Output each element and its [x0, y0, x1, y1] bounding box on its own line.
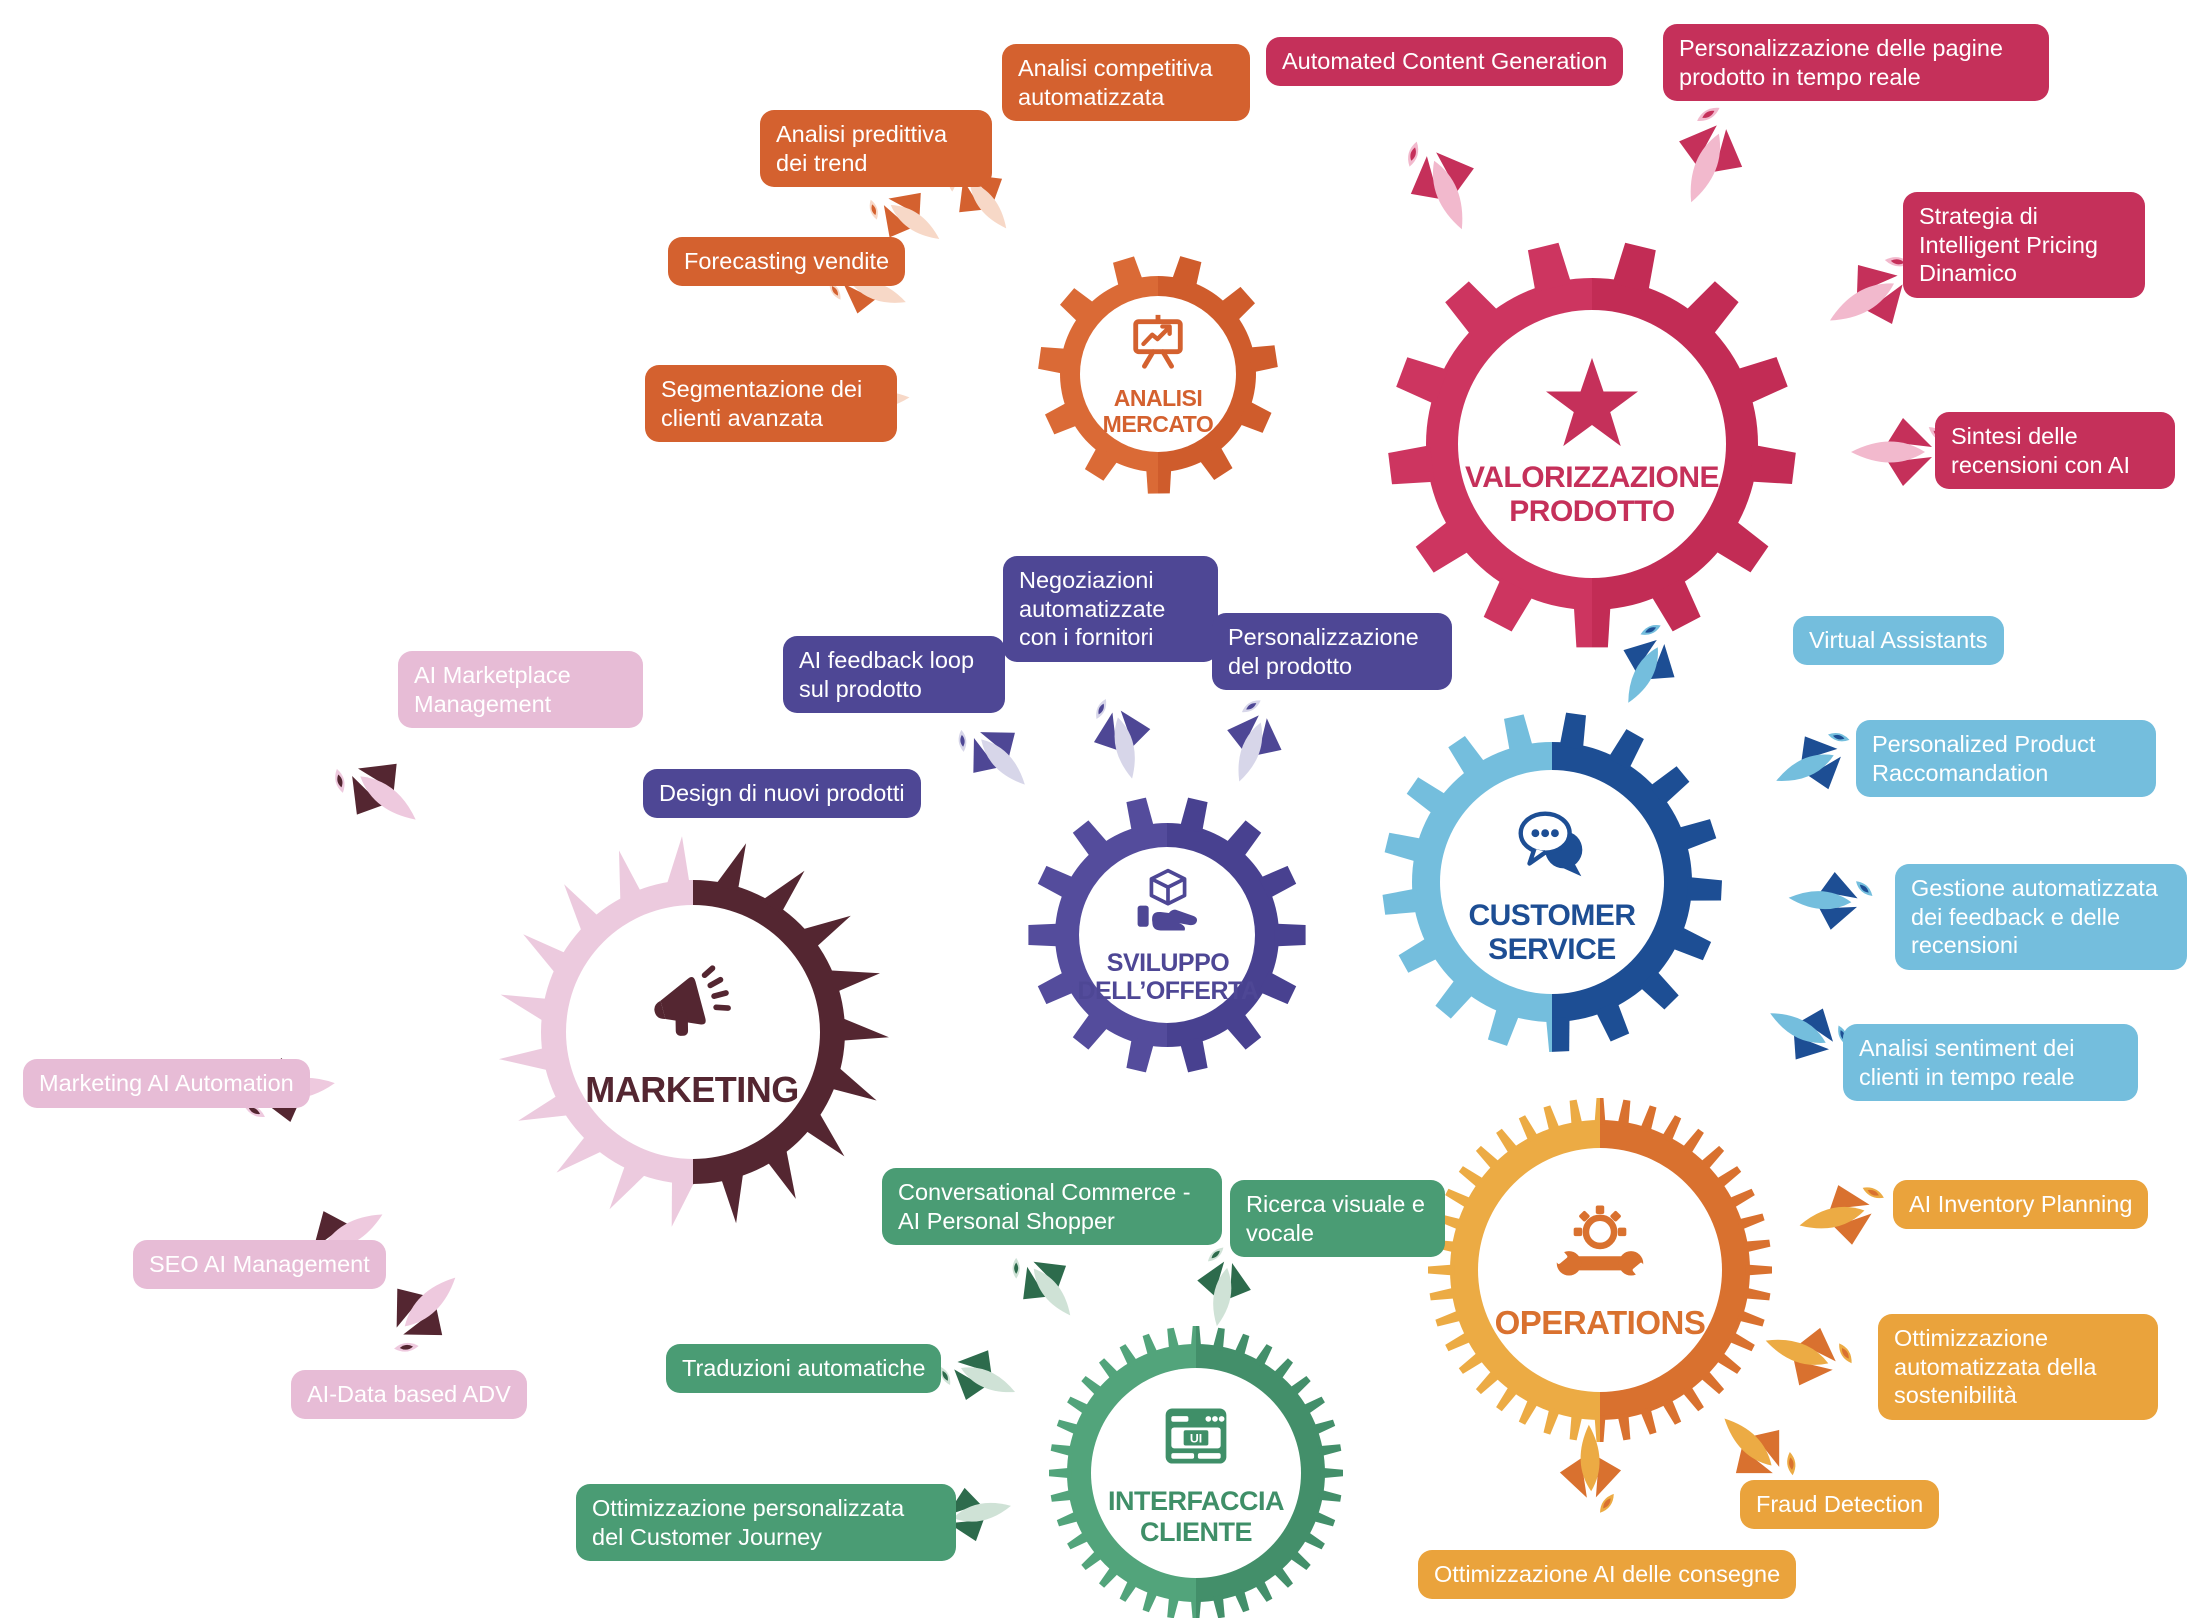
hub-label: Ottimizzazione AI delle consegne: [1418, 1550, 1797, 1599]
hub-label: AI Inventory Planning: [1893, 1180, 2149, 1229]
gear-wrench-icon: [1552, 1198, 1648, 1297]
gear-customer-service: [1382, 712, 1722, 1052]
rocket-icon: [1197, 1247, 1251, 1327]
gear-analisi-mercato: [1038, 256, 1278, 494]
hub-label: Design di nuovi prodotti: [643, 769, 921, 818]
hub-title: CUSTOMER SERVICE: [1468, 898, 1636, 966]
hub-label: Personalized Product Raccomandation: [1856, 720, 2156, 798]
rocket-icon: [1799, 1185, 1884, 1245]
hub-title: MARKETING: [585, 1069, 799, 1111]
product-box-hand-icon: [1133, 866, 1203, 941]
rocket-icon: [1776, 733, 1850, 790]
rocket-icon: [948, 170, 1007, 229]
hub-label: Gestione automatizzata dei feedback e de…: [1895, 864, 2187, 970]
rocket-icon: [1788, 872, 1873, 930]
hub-customer-service: CUSTOMER SERVICE: [1442, 780, 1662, 984]
rocket-icon: [335, 763, 416, 820]
hub-title: ANALISI MERCATO: [1102, 384, 1214, 437]
ui-window-icon: UI: [1159, 1399, 1233, 1478]
hub-label: Marketing AI Automation: [23, 1059, 310, 1108]
rocket-icon: [869, 192, 940, 239]
hub-analisi-mercato: ANALISI MERCATO: [1073, 296, 1243, 452]
chat-bubbles-icon: [1508, 798, 1596, 891]
hub-label: Analisi predittiva dei trend: [760, 110, 992, 188]
hub-title: OPERATIONS: [1494, 1304, 1706, 1342]
hub-label: Fraud Detection: [1740, 1480, 1940, 1529]
hub-title: INTERFACCIA CLIENTE: [1108, 1486, 1285, 1547]
hub-label: Ricerca visuale e vocale: [1230, 1180, 1445, 1258]
hub-label: Personalizzazione del prodotto: [1212, 613, 1452, 691]
hub-label: Strategia di Intelligent Pricing Dinamic…: [1903, 192, 2145, 298]
rocket-icon: [1408, 141, 1474, 230]
hub-label: Traduzioni automatiche: [666, 1344, 942, 1393]
rocket-icon: [1679, 107, 1743, 203]
hub-label: Ottimizzazione automatizzata della soste…: [1878, 1314, 2158, 1420]
svg-text:UI: UI: [1190, 1432, 1202, 1446]
rocket-icon: [1559, 1424, 1622, 1513]
hub-label: Ottimizzazione personalizzata del Custom…: [576, 1484, 956, 1562]
rocket-icon: [1012, 1257, 1071, 1316]
hub-label: Automated Content Generation: [1266, 37, 1624, 86]
rocket-icon: [1765, 1327, 1852, 1386]
rocket-icon: [940, 1350, 1016, 1400]
hub-label: Personalizzazione delle pagine prodotto …: [1663, 24, 2049, 102]
gear-marketing: [498, 836, 889, 1227]
rocket-icon: [394, 1277, 456, 1352]
hub-marketing: MARKETING: [567, 915, 817, 1149]
hub-label: Negoziazioni automatizzate con i fornito…: [1003, 556, 1218, 662]
megaphone-icon: [640, 953, 744, 1062]
rocket-icon: [1093, 698, 1151, 779]
hub-operations: OPERATIONS: [1485, 1168, 1715, 1372]
rocket-icon: [1623, 625, 1675, 703]
hub-label: Sintesi delle recensioni con AI: [1935, 412, 2175, 490]
hub-label: AI-Data based ADV: [291, 1370, 527, 1419]
star-icon: [1544, 356, 1640, 453]
hub-label: Analisi competitiva automatizzata: [1002, 44, 1250, 122]
rocket-icon: [1227, 700, 1282, 782]
hub-title: VALORIZZAZIONE PRODOTTO: [1464, 460, 1720, 528]
hub-label: Forecasting vendite: [668, 237, 906, 286]
hub-label: Virtual Assistants: [1793, 616, 2004, 665]
rocket-icon: [1724, 1418, 1796, 1476]
hub-label: Conversational Commerce - AI Personal Sh…: [882, 1168, 1222, 1246]
gear-valorizzazione-prodotto: [1388, 242, 1796, 648]
gear-sviluppo-offerta: [1028, 797, 1306, 1073]
gear-interfaccia-cliente: [1049, 1326, 1343, 1618]
presentation-chart-icon: [1127, 311, 1189, 378]
hub-label: AI Marketplace Management: [398, 651, 643, 729]
hub-label: Analisi sentiment dei clienti in tempo r…: [1843, 1024, 2138, 1102]
hub-sviluppo-offerta: SVILUPPO DELL’OFFERTA: [1068, 848, 1268, 1022]
rocket-icon: [958, 729, 1025, 785]
hub-title: SVILUPPO DELL’OFFERTA: [1077, 948, 1259, 1005]
hub-label: Segmentazione dei clienti avanzata: [645, 365, 897, 443]
hub-valorizzazione-prodotto: VALORIZZAZIONE PRODOTTO: [1462, 322, 1722, 562]
rocket-icon: [1829, 257, 1911, 324]
hub-label: SEO AI Management: [133, 1240, 386, 1289]
hub-label: AI feedback loop sul prodotto: [783, 636, 1005, 714]
hub-interfaccia-cliente: UI INTERFACCIA CLIENTE: [1091, 1376, 1301, 1570]
